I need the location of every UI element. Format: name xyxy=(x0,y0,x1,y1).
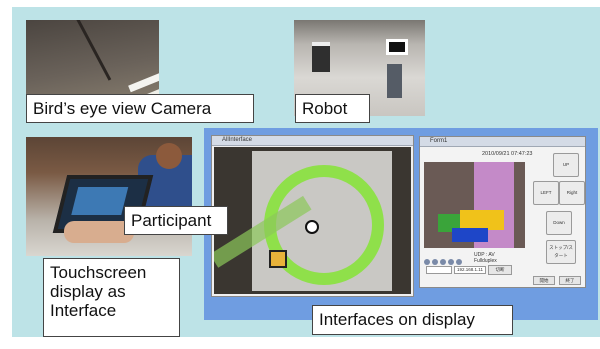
block-yellow xyxy=(460,210,504,230)
play-icon[interactable] xyxy=(424,259,430,265)
control-window: Form1 2010/09/21 07:47:23 UDP : AV Fulld… xyxy=(419,136,586,288)
right-button[interactable]: Right xyxy=(559,181,585,205)
caption-camera: Bird’s eye view Camera xyxy=(26,94,254,123)
stop-icon[interactable] xyxy=(440,259,446,265)
ceiling-light xyxy=(128,70,159,93)
robot-video xyxy=(424,162,525,248)
down-button[interactable]: Down xyxy=(546,211,572,235)
disconnect-button[interactable]: 切断 xyxy=(488,265,512,275)
caption-interfaces: Interfaces on display xyxy=(312,305,513,335)
block-green xyxy=(438,214,464,232)
participant-arm xyxy=(64,221,134,243)
left-button[interactable]: LEFT xyxy=(533,181,559,205)
block-blue xyxy=(452,228,488,242)
map-window-title: AllInterface xyxy=(212,136,413,146)
begin-button[interactable]: 開始 xyxy=(533,276,555,285)
pause-icon[interactable] xyxy=(432,259,438,265)
media-controls: UDP : AV Fullduplex 192.168.1.11 切断 xyxy=(424,252,525,276)
robot-position-icon xyxy=(269,250,287,268)
status-field xyxy=(426,266,452,274)
start-stop-button[interactable]: ストップ/スタート xyxy=(546,240,576,264)
participant-photo xyxy=(26,137,192,256)
box-object xyxy=(387,64,402,98)
volume-icon[interactable] xyxy=(456,259,462,265)
robot-photo xyxy=(294,20,425,116)
target-dot-icon xyxy=(305,220,319,234)
up-button[interactable]: UP xyxy=(553,153,579,177)
overhead-feed[interactable] xyxy=(214,147,411,294)
map-window: AllInterface xyxy=(211,135,414,297)
camera-mount xyxy=(75,20,112,81)
robot-marker-icon xyxy=(386,39,408,55)
record-icon[interactable] xyxy=(448,259,454,265)
connection-status: UDP : AV Fullduplex xyxy=(474,252,497,264)
ip-field[interactable]: 192.168.1.11 xyxy=(454,266,486,274)
caption-robot: Robot xyxy=(295,94,370,123)
caption-participant: Participant xyxy=(124,206,228,235)
video-timestamp: 2010/09/21 07:47:23 xyxy=(482,151,533,157)
caption-touchscreen: Touchscreen display as Interface xyxy=(43,258,180,337)
robot-body xyxy=(312,42,330,72)
exit-button[interactable]: 終了 xyxy=(559,276,581,285)
control-window-title: Form1 xyxy=(420,137,585,147)
camera-photo xyxy=(26,20,159,108)
participant-head xyxy=(156,143,182,169)
